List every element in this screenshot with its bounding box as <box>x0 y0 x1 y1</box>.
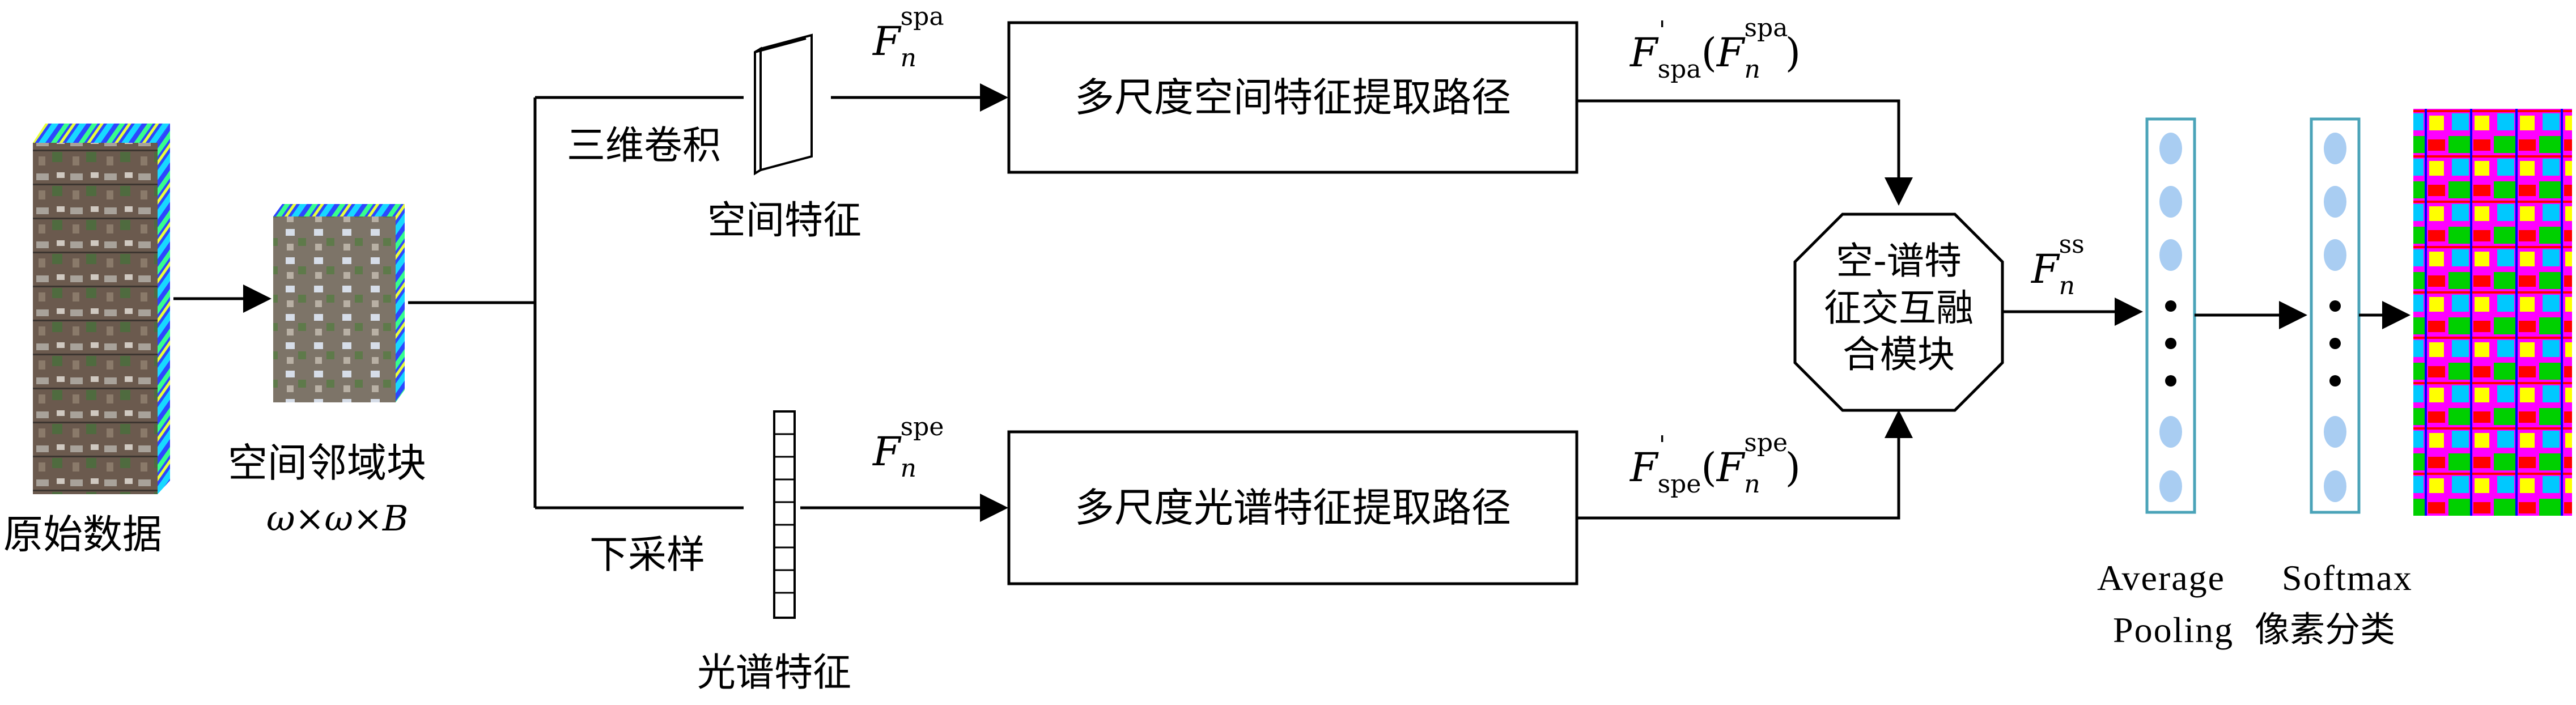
fusion-line-1: 空-谱特 <box>1836 239 1962 283</box>
spectral-path-label: 多尺度光谱特征提取路径 <box>1075 485 1511 531</box>
arrow-spatial-to-fusion <box>1577 99 1913 206</box>
spatial-path-label: 多尺度空间特征提取路径 <box>1075 74 1511 121</box>
average-pooling-layer <box>2145 117 2196 514</box>
hyperspectral-cube-icon <box>33 143 158 494</box>
arrow-spectral-to-fusion <box>1577 410 1913 520</box>
fusion-line-2: 征交互融 <box>1824 286 1974 330</box>
spectral-vector-icon <box>773 410 796 619</box>
spatial-path-box <box>1007 21 1578 174</box>
neighborhood-block-label: 空间邻域块 <box>228 440 426 486</box>
classification-map-icon <box>2413 109 2572 516</box>
patch-cube <box>273 204 405 402</box>
patch-cube-icon <box>273 216 396 402</box>
spectral-feature-label: 光谱特征 <box>697 651 852 695</box>
fusion-line-3: 合模块 <box>1843 333 1955 376</box>
fusion-module-label: 空-谱特 征交互融 合模块 <box>1795 238 2002 379</box>
raw-data-label: 原始数据 <box>3 511 162 558</box>
softmax-label: Softmax <box>2282 558 2413 598</box>
pooling-label: Pooling <box>2113 610 2234 650</box>
fusion-module-octagon <box>1793 213 2004 412</box>
block-size-label: ω×ω×B <box>266 498 409 539</box>
softmax-layer <box>2310 117 2361 514</box>
average-label: Average <box>2097 558 2225 598</box>
downsample-label: 下采样 <box>589 533 706 577</box>
pixel-classification-label: 像素分类 <box>2255 609 2396 650</box>
feature-map-stack-icon <box>754 33 813 176</box>
spatial-feature-label: 空间特征 <box>707 198 862 243</box>
spectral-path-box <box>1007 430 1578 585</box>
conv3d-label: 三维卷积 <box>567 124 722 168</box>
raw-data-cube <box>33 124 170 494</box>
